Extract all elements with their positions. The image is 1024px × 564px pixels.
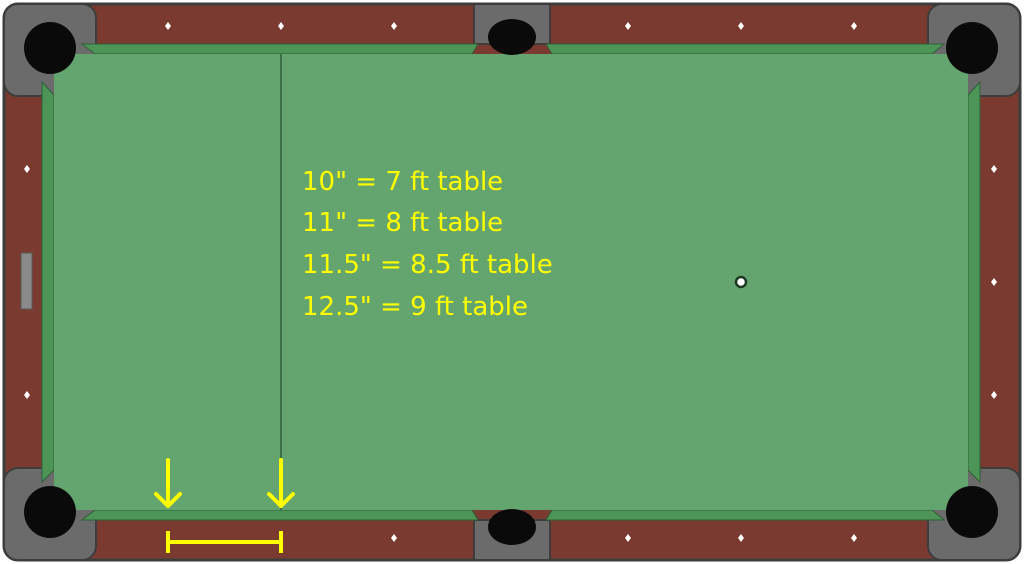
- pocket-icon: [946, 22, 998, 74]
- diamond-marker-icon: [391, 22, 397, 30]
- foot-spot-icon: [734, 275, 748, 289]
- diamond-marker-icon: [278, 22, 284, 30]
- size-note-9ft: 12.5" = 9 ft table: [302, 292, 528, 322]
- diamond-marker-icon: [991, 165, 997, 173]
- cushion-left: [41, 80, 55, 484]
- cushion-right: [967, 80, 981, 484]
- pocket-icon: [946, 486, 998, 538]
- diamond-marker-icon: [165, 22, 171, 30]
- diamond-marker-icon: [991, 391, 997, 399]
- size-note-8-5ft: 11.5" = 8.5 ft table: [302, 250, 553, 280]
- diamond-marker-icon: [851, 22, 857, 30]
- diamond-marker-icon: [991, 278, 997, 286]
- diamond-marker-icon: [24, 391, 30, 399]
- cushion-bottom-left: [80, 509, 479, 521]
- down-arrow-icon: [154, 458, 182, 508]
- diamond-marker-icon: [625, 534, 631, 542]
- rail-diamonds: [24, 22, 997, 542]
- diamond-marker-icon: [24, 165, 30, 173]
- diamond-marker-icon: [625, 22, 631, 30]
- pocket-icon: [488, 19, 536, 55]
- pocket-icon: [24, 486, 76, 538]
- diamond-marker-icon: [851, 534, 857, 542]
- diamond-marker-icon: [738, 22, 744, 30]
- diamond-marker-icon: [738, 534, 744, 542]
- cushion-top-right: [545, 43, 946, 55]
- diamond-marker-icon: [391, 534, 397, 542]
- down-arrow-icon: [267, 458, 295, 508]
- felt-playing-surface: [54, 54, 968, 510]
- size-note-8ft: 11" = 8 ft table: [302, 208, 504, 238]
- pocket-icon: [488, 509, 536, 545]
- rail-nameplate: [20, 252, 33, 310]
- pocket-icon: [24, 22, 76, 74]
- dimension-bar-icon: [166, 531, 283, 553]
- cushion-bottom-right: [545, 509, 946, 521]
- cushion-top-left: [80, 43, 479, 55]
- size-note-7ft: 10" = 7 ft table: [302, 167, 504, 197]
